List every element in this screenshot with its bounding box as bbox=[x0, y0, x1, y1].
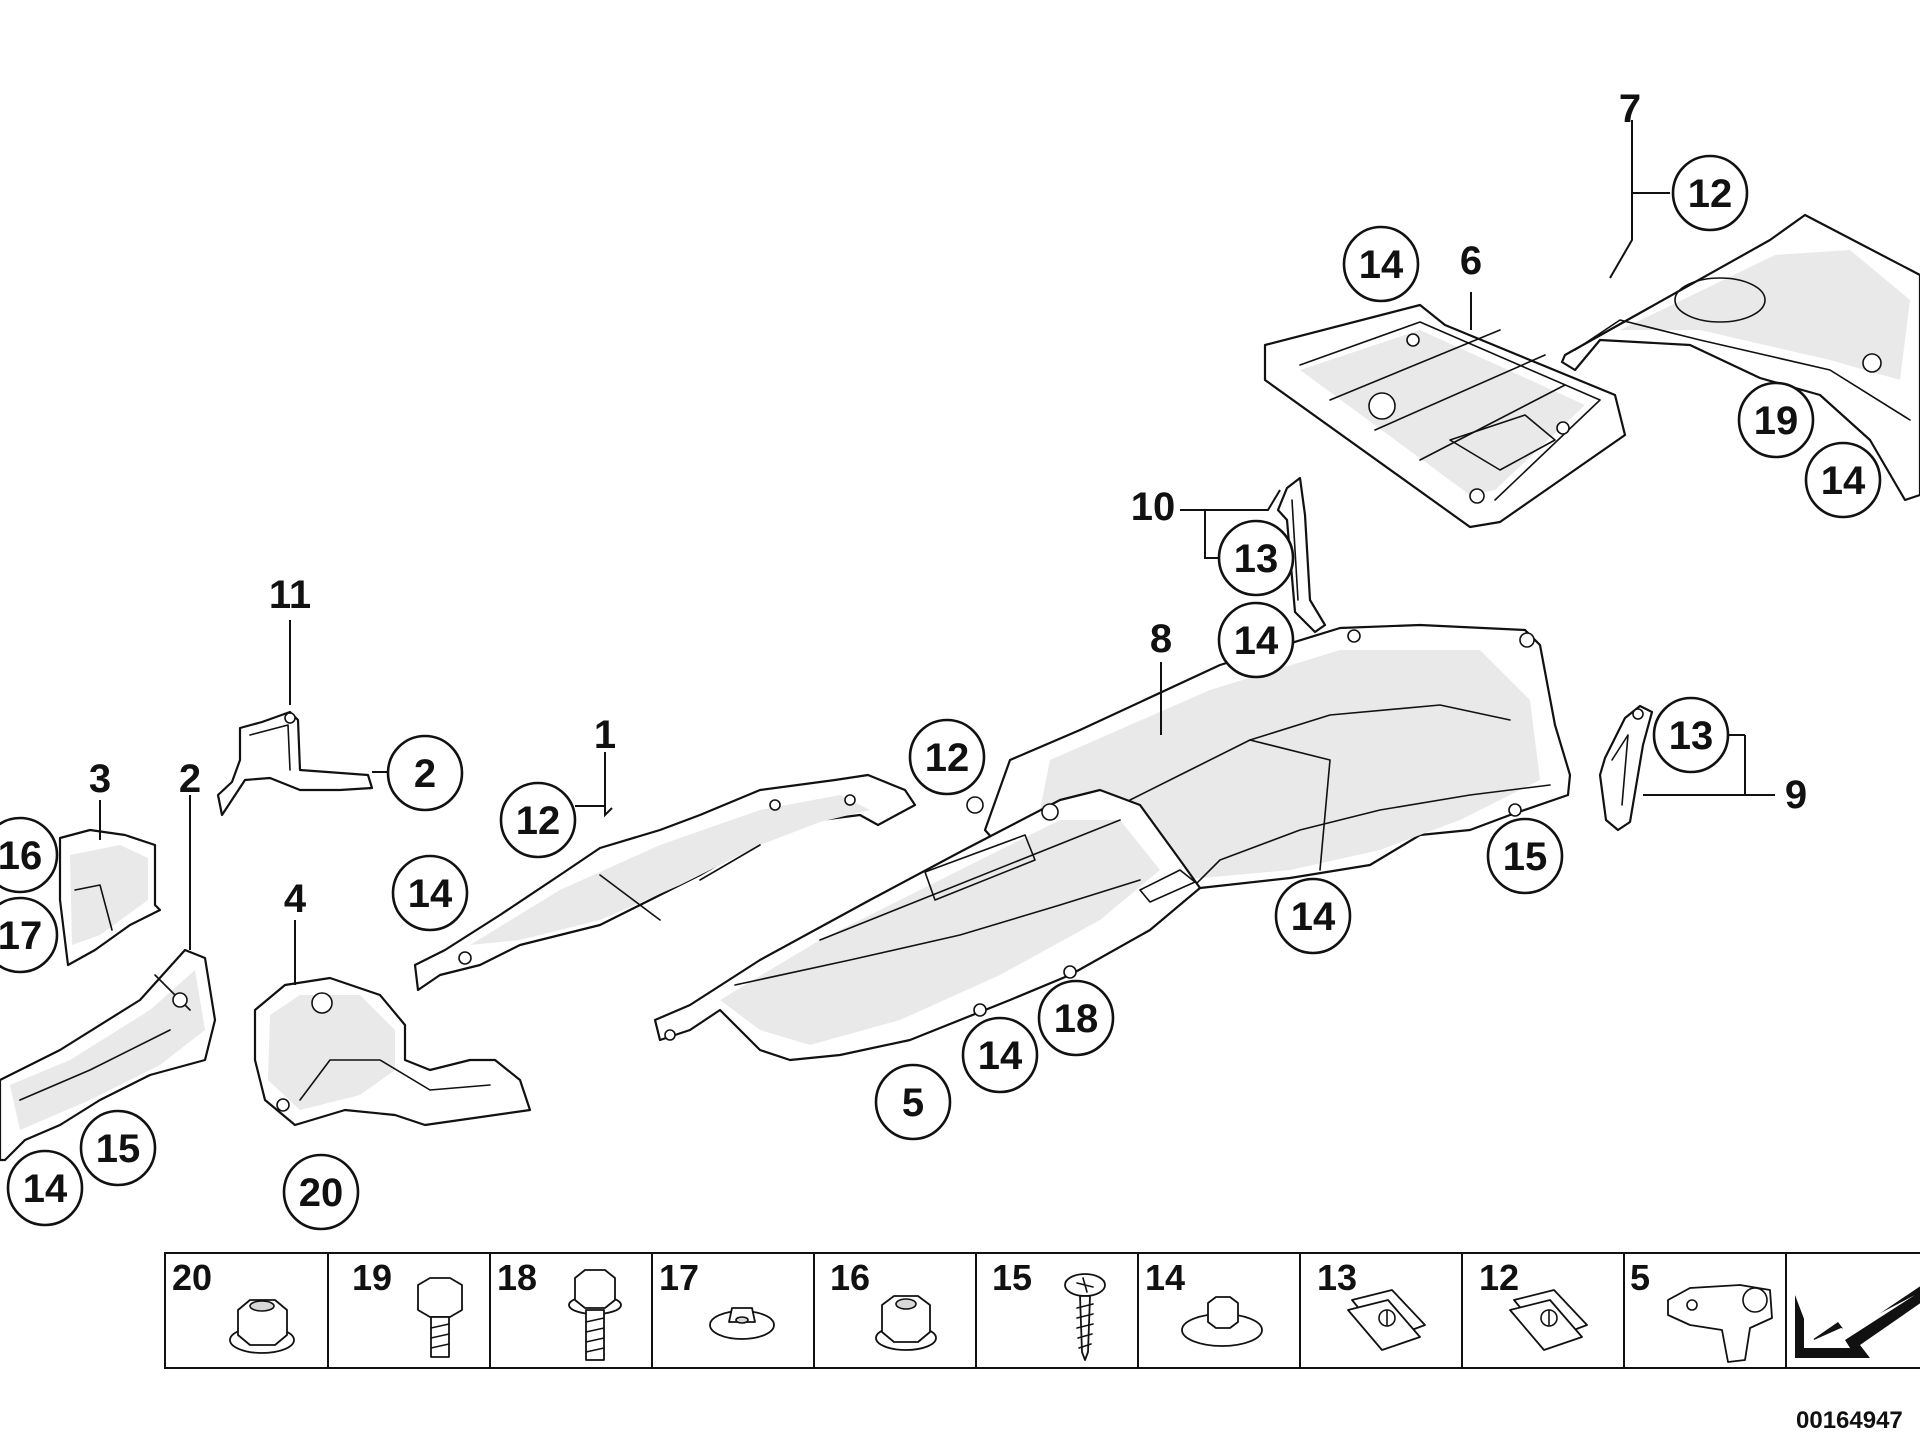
svg-text:14: 14 bbox=[23, 1167, 68, 1211]
legend-label-18: 18 bbox=[497, 1257, 537, 1298]
bubble-13: 13 bbox=[1217, 519, 1295, 597]
callout-11: 11 bbox=[269, 573, 311, 617]
bubble-14: 14 bbox=[1274, 877, 1352, 955]
svg-text:14: 14 bbox=[1291, 895, 1336, 939]
clip-nut-icon bbox=[709, 1307, 775, 1340]
svg-text:14: 14 bbox=[978, 1034, 1023, 1078]
callout-9: 9 bbox=[1785, 773, 1807, 817]
bubble-14: 14 bbox=[1217, 601, 1295, 679]
callout-3: 3 bbox=[89, 757, 111, 801]
bubble-19: 19 bbox=[1737, 381, 1815, 459]
part-4-heat-shield bbox=[253, 976, 532, 1127]
legend-label-5: 5 bbox=[1630, 1257, 1650, 1298]
svg-text:15: 15 bbox=[1503, 835, 1548, 879]
hardware-legend: 20 19 18 17 16 15 14 13 12 5 bbox=[164, 1252, 1920, 1434]
svg-text:18: 18 bbox=[1054, 997, 1099, 1041]
part-3-heat-shield bbox=[58, 828, 162, 967]
callout-2: 2 bbox=[179, 757, 201, 801]
legend-label-16: 16 bbox=[830, 1257, 870, 1298]
legend-label-14: 14 bbox=[1145, 1257, 1185, 1298]
legend-label-17: 17 bbox=[659, 1257, 699, 1298]
diagram-id: 00164947 bbox=[1796, 1407, 1903, 1434]
part-1-heat-shield bbox=[413, 773, 917, 992]
svg-text:5: 5 bbox=[902, 1081, 924, 1125]
leader-lines bbox=[99, 120, 1775, 985]
bubble-14: 14 bbox=[1804, 441, 1882, 519]
svg-text:19: 19 bbox=[1754, 399, 1799, 443]
svg-text:14: 14 bbox=[1234, 619, 1279, 663]
part-7-heat-shield bbox=[1560, 213, 1920, 502]
hex-flange-nut-icon bbox=[875, 1295, 937, 1351]
bubble-15: 15 bbox=[1486, 817, 1564, 895]
callout-8: 8 bbox=[1150, 617, 1172, 661]
svg-text:14: 14 bbox=[408, 872, 453, 916]
bubble-14: 14 bbox=[1342, 225, 1420, 303]
part-9-bracket bbox=[1598, 704, 1654, 832]
svg-text:15: 15 bbox=[96, 1127, 141, 1171]
svg-text:17: 17 bbox=[0, 914, 42, 958]
part-6-heat-shield bbox=[1263, 303, 1627, 529]
bubble-17: 17 bbox=[0, 896, 59, 974]
bubble-12: 12 bbox=[908, 718, 986, 796]
callout-10: 10 bbox=[1131, 485, 1176, 529]
legend-label-13: 13 bbox=[1317, 1257, 1357, 1298]
svg-text:12: 12 bbox=[516, 799, 561, 843]
speed-nut-icon bbox=[1509, 1289, 1588, 1351]
callout-1: 1 bbox=[594, 713, 616, 757]
svg-text:20: 20 bbox=[299, 1171, 344, 1215]
bubble-18: 18 bbox=[1037, 979, 1115, 1057]
bubble-12: 12 bbox=[1671, 154, 1749, 232]
callout-labels: 7 6 10 8 9 1 11 3 2 4 bbox=[89, 87, 1807, 921]
svg-text:13: 13 bbox=[1669, 714, 1714, 758]
callout-bubbles: 12 14 19 14 13 14 12 13 15 14 18 14 5 12… bbox=[0, 154, 1882, 1231]
legend-label-12: 12 bbox=[1479, 1257, 1519, 1298]
callout-7: 7 bbox=[1619, 87, 1641, 131]
part-5-floor-heat-shield bbox=[653, 788, 1202, 1062]
svg-text:16: 16 bbox=[0, 834, 42, 878]
svg-text:14: 14 bbox=[1821, 459, 1866, 503]
callout-4: 4 bbox=[284, 877, 307, 921]
part-11-bracket bbox=[216, 710, 374, 817]
legend-label-19: 19 bbox=[352, 1257, 392, 1298]
part-10-bracket bbox=[1276, 476, 1327, 634]
callout-6: 6 bbox=[1460, 239, 1482, 283]
svg-text:2: 2 bbox=[414, 752, 436, 796]
washer-nut-icon bbox=[1181, 1296, 1263, 1347]
hex-bolt-short-icon bbox=[417, 1277, 463, 1358]
bubble-12: 12 bbox=[499, 781, 577, 859]
svg-text:12: 12 bbox=[1688, 172, 1733, 216]
svg-text:14: 14 bbox=[1359, 243, 1404, 287]
hex-bolt-long-icon bbox=[568, 1269, 622, 1361]
bubble-14: 14 bbox=[391, 854, 469, 932]
legend-label-20: 20 bbox=[172, 1257, 212, 1298]
bubble-14: 14 bbox=[961, 1016, 1039, 1094]
bubble-20: 20 bbox=[282, 1153, 360, 1231]
svg-text:13: 13 bbox=[1234, 537, 1279, 581]
flange-nut-icon bbox=[229, 1299, 295, 1354]
direction-arrow-icon bbox=[1795, 1286, 1920, 1358]
part-2-heat-shield bbox=[0, 948, 217, 1162]
speed-nut-icon bbox=[1347, 1289, 1426, 1351]
bubble-13: 13 bbox=[1652, 696, 1730, 774]
bracket-clip-icon bbox=[1667, 1284, 1773, 1363]
bubble-16: 16 bbox=[0, 816, 59, 894]
bubble-2: 2 bbox=[386, 734, 464, 812]
legend-label-15: 15 bbox=[992, 1257, 1032, 1298]
bubble-14: 14 bbox=[6, 1149, 84, 1227]
sheet-metal-screw-icon bbox=[1064, 1273, 1106, 1361]
svg-text:12: 12 bbox=[925, 736, 970, 780]
bubble-15: 15 bbox=[79, 1109, 157, 1187]
bubble-5: 5 bbox=[874, 1063, 952, 1141]
